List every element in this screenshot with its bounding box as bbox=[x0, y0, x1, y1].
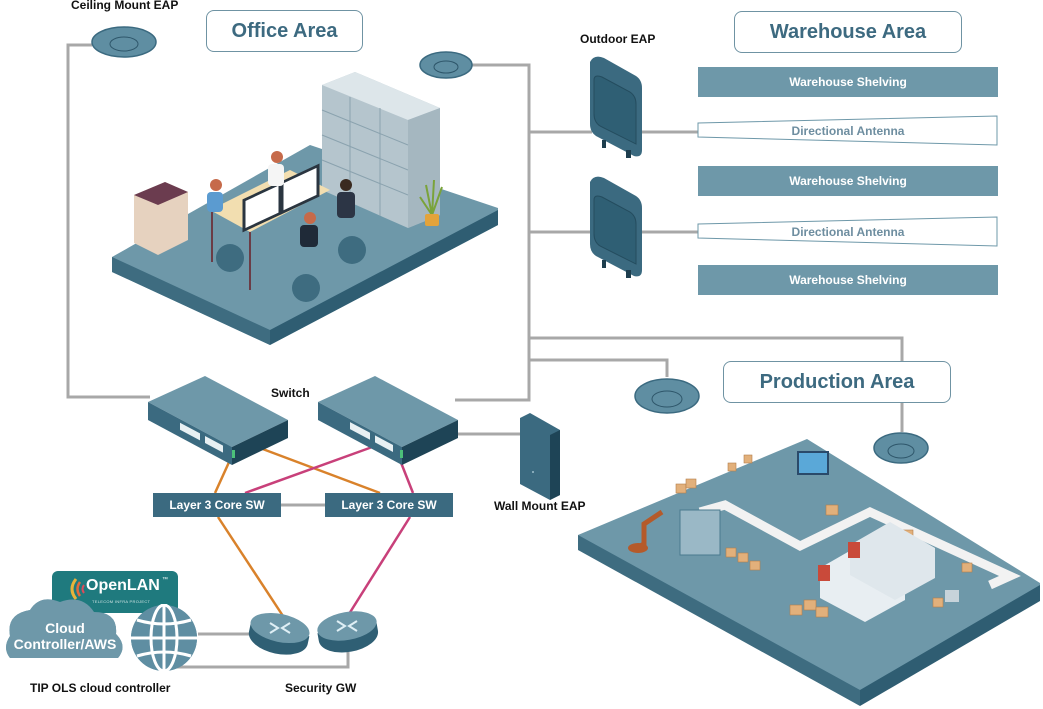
conveyor-path bbox=[698, 500, 1021, 590]
directional-antenna-shape bbox=[697, 115, 998, 146]
office-floor-side-left bbox=[112, 257, 270, 345]
production-floor-top bbox=[578, 439, 1040, 703]
switch-label: Switch bbox=[271, 386, 310, 400]
link-core-left-router1 bbox=[216, 516, 285, 617]
gray-links bbox=[66, 43, 904, 669]
openlan-logo-icon bbox=[70, 578, 85, 600]
office-area-title: Office Area bbox=[206, 10, 363, 52]
office-floor-side-right bbox=[270, 210, 498, 345]
ceiling-eap-icon[interactable] bbox=[873, 432, 929, 464]
desk bbox=[210, 163, 330, 290]
copier bbox=[134, 182, 188, 255]
production-floor-side-left bbox=[578, 535, 860, 706]
tip-controller-label: TIP OLS cloud controller bbox=[30, 681, 171, 695]
production-area-title: Production Area bbox=[723, 361, 951, 403]
link-production-eap-1 bbox=[529, 358, 669, 377]
link-switch2-core-left bbox=[244, 444, 376, 495]
warehouse-area-title: Warehouse Area bbox=[734, 11, 962, 53]
link-core-right-router2 bbox=[347, 516, 412, 615]
core-links bbox=[213, 444, 415, 617]
link-switch1-core-left bbox=[213, 459, 232, 494]
forklift bbox=[945, 590, 959, 602]
link-globe-router2 bbox=[175, 652, 350, 669]
core-switch-right[interactable]: Layer 3 Core SW bbox=[325, 493, 453, 517]
outdoor-eap-label: Outdoor EAP bbox=[580, 32, 656, 46]
warehouse-shelving: Warehouse Shelving bbox=[698, 265, 998, 295]
warehouse-shelving: Warehouse Shelving bbox=[698, 166, 998, 196]
cloud-controller-line1: Cloud bbox=[45, 620, 85, 636]
openlan-name: OpenLAN bbox=[86, 577, 160, 594]
link-ceiling-eap-left-to-switch1 bbox=[66, 43, 150, 399]
ceiling-mount-eap-label: Ceiling Mount EAP bbox=[71, 0, 179, 12]
openlan-subtitle: TELECOM INFRA PROJECT bbox=[92, 599, 151, 604]
network-switch-icon[interactable] bbox=[148, 376, 288, 465]
outdoor-eap-icon[interactable] bbox=[590, 56, 642, 158]
globe-overlay bbox=[131, 604, 197, 673]
directional-antenna: Directional Antenna bbox=[791, 124, 905, 138]
wall-eap-icon[interactable] bbox=[520, 413, 560, 500]
office-illustration bbox=[112, 72, 498, 345]
world-map-screen bbox=[797, 451, 829, 475]
network-switch-icon[interactable] bbox=[318, 376, 458, 465]
link-production-ceiling-eap bbox=[529, 336, 904, 362]
openlan-tm: ™ bbox=[162, 577, 168, 583]
router-icon[interactable] bbox=[315, 607, 381, 657]
ceiling-eap-icon[interactable] bbox=[419, 51, 473, 79]
control-panel bbox=[679, 509, 721, 556]
outdoor-eap-icon[interactable] bbox=[590, 176, 642, 278]
directional-antenna-shape bbox=[697, 216, 998, 247]
cloud-controller-line2: Controller/AWS bbox=[13, 636, 117, 652]
directional-antenna: Directional Antenna bbox=[791, 225, 905, 239]
production-illustration bbox=[578, 439, 1040, 706]
office-workers bbox=[207, 151, 366, 302]
ceiling-eap-icon[interactable] bbox=[91, 26, 157, 58]
warehouse-shelving: Warehouse Shelving bbox=[698, 67, 998, 97]
router-icon[interactable] bbox=[246, 608, 313, 660]
ceiling-eap-icon[interactable] bbox=[634, 378, 700, 414]
core-switch-left[interactable]: Layer 3 Core SW bbox=[153, 493, 281, 517]
trucks bbox=[818, 522, 935, 622]
plant bbox=[419, 179, 443, 226]
cloud-controller-label: Cloud Controller/AWS bbox=[8, 620, 122, 652]
link-switch1-core-right bbox=[259, 446, 381, 495]
cloud-overlay bbox=[6, 599, 123, 658]
wall-mount-eap-label: Wall Mount EAP bbox=[494, 499, 586, 513]
production-floor-side-right bbox=[860, 585, 1040, 706]
security-gw-label: Security GW bbox=[285, 681, 357, 695]
